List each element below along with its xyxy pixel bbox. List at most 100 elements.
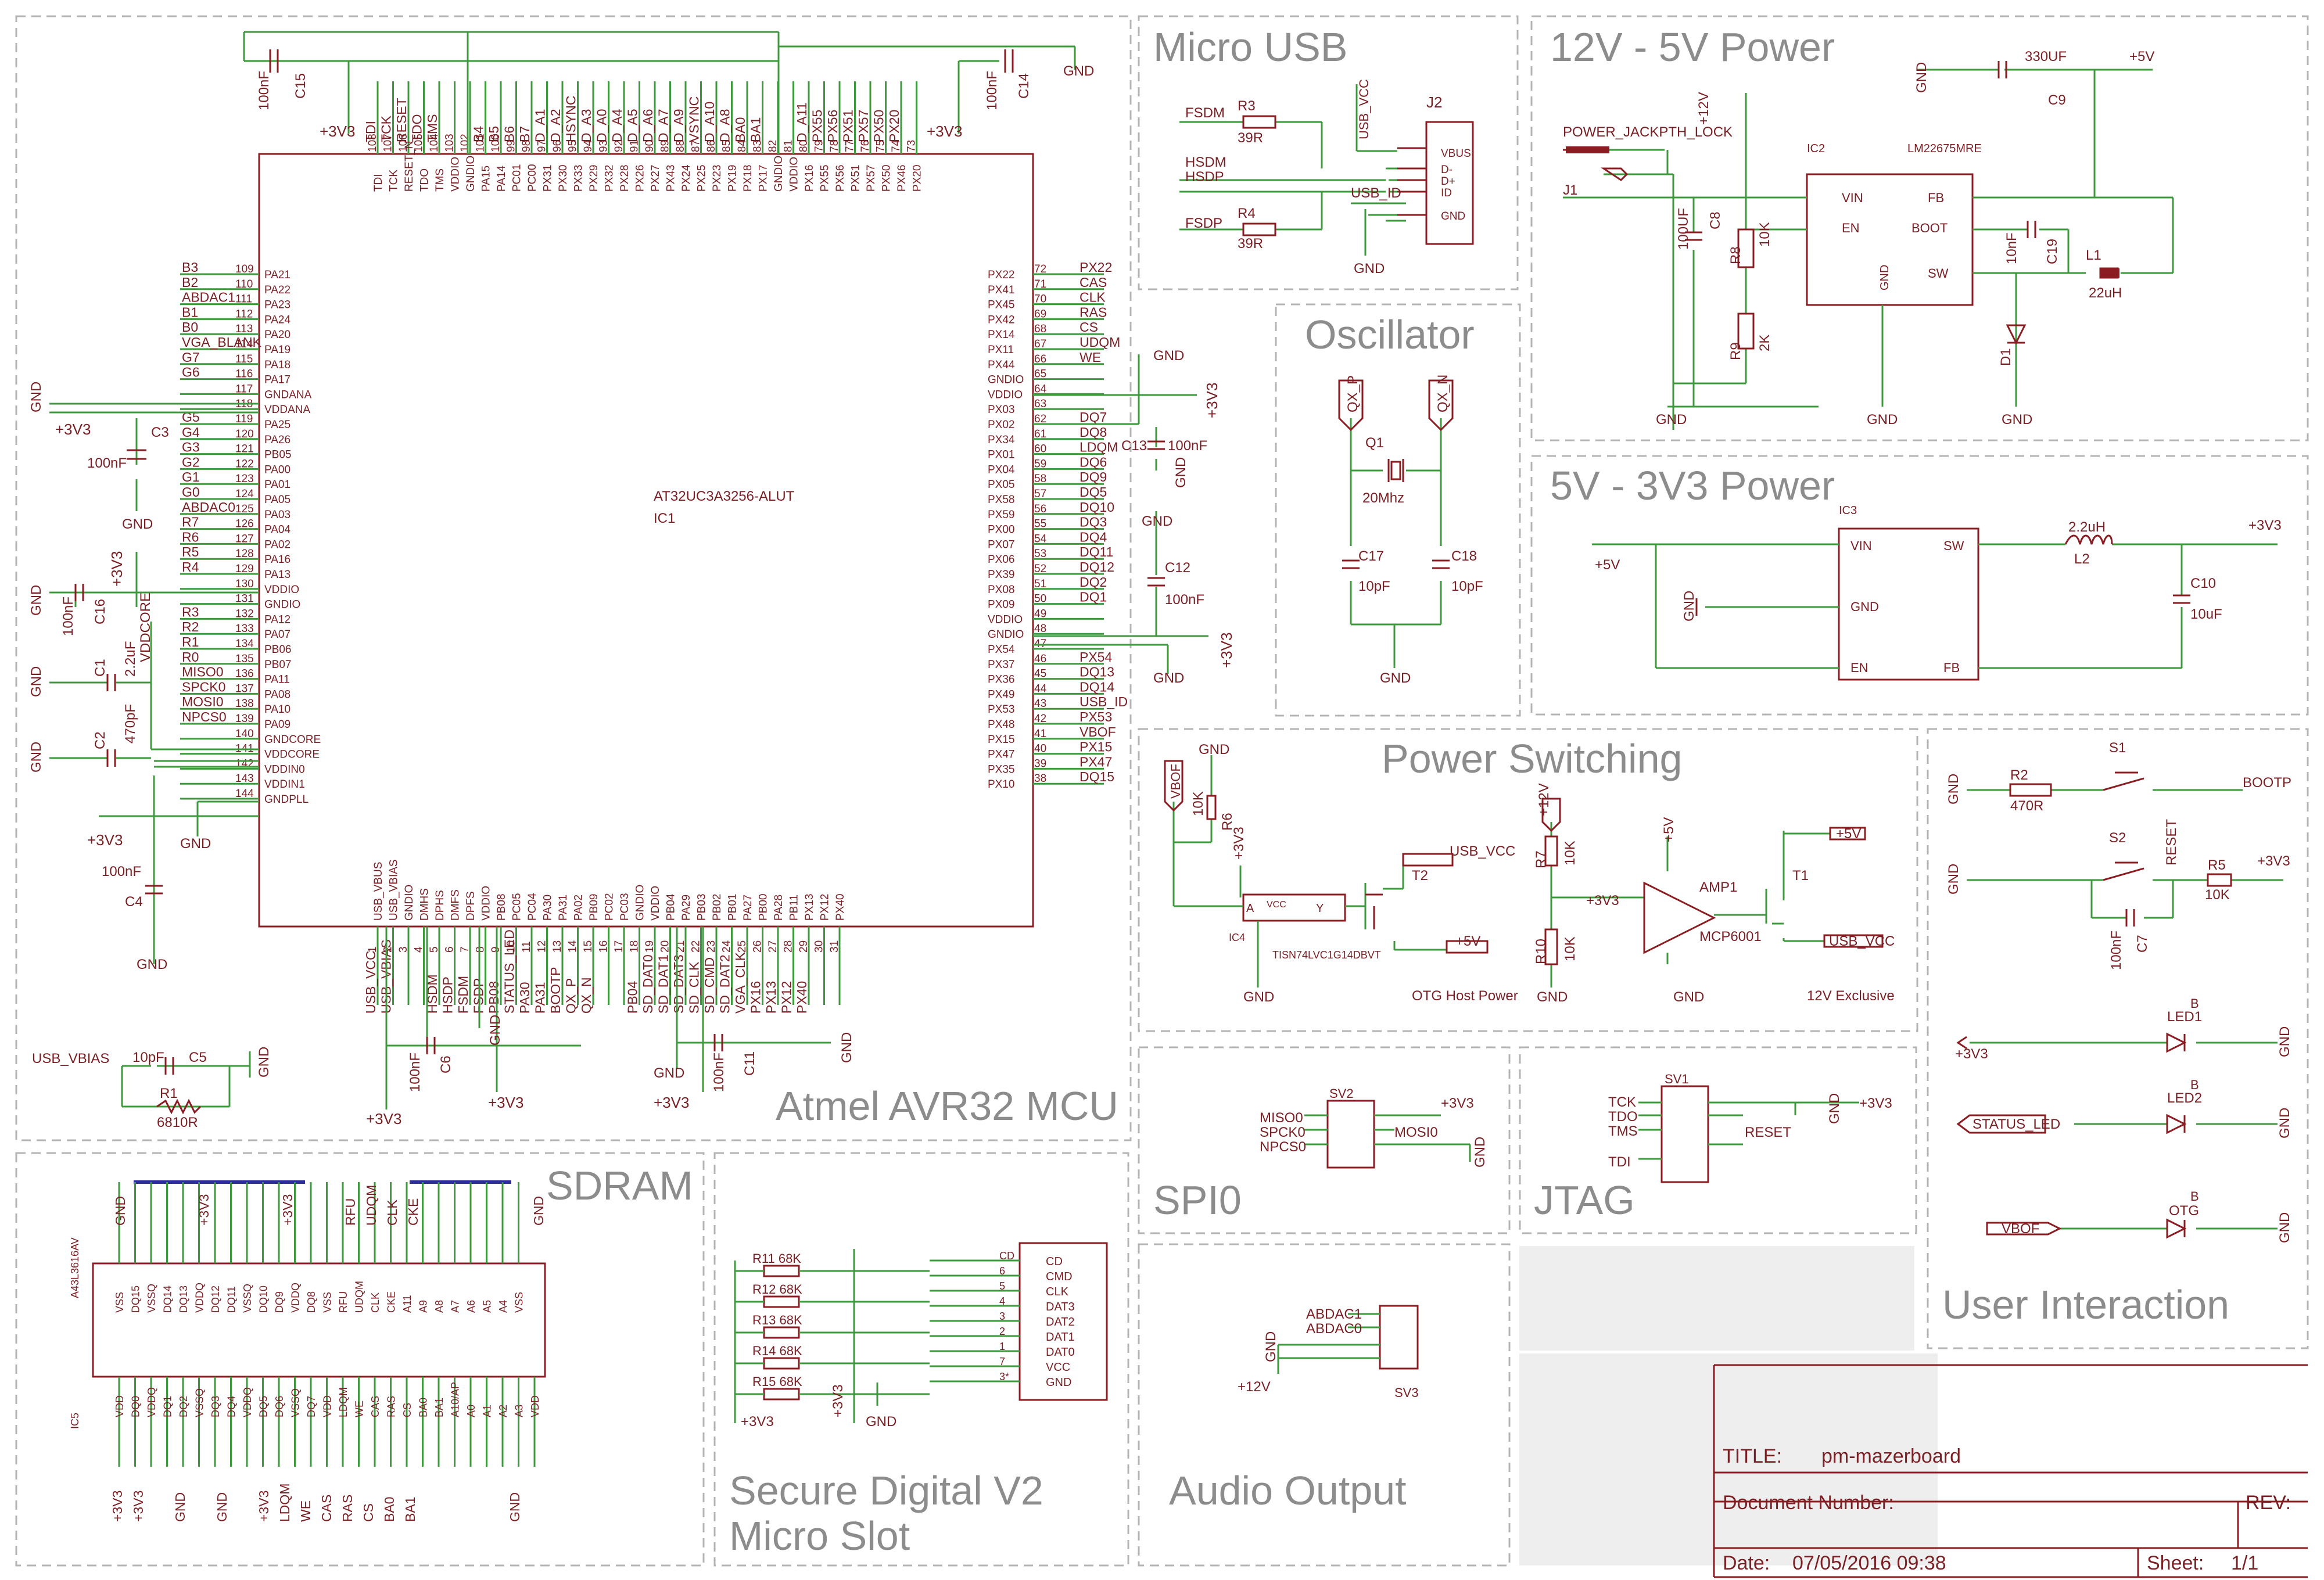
sdram-top-pin-name: A9 bbox=[418, 1300, 429, 1313]
mcu-top-net: B6 bbox=[502, 126, 517, 142]
c17-value: 10pF bbox=[1358, 579, 1390, 594]
c1-gnd: GND bbox=[28, 666, 44, 697]
mcu-right-pin-name: PX37 bbox=[988, 659, 1014, 671]
sdram-top-pin-name: CLK bbox=[370, 1292, 381, 1313]
mcu-right-net: DQ11 bbox=[1079, 544, 1113, 559]
sdram-bottom-pin-name: CAS bbox=[370, 1396, 381, 1417]
mcu-top-pin-name: GNDIO bbox=[773, 156, 785, 192]
sd-supply-2: +3V3 bbox=[830, 1384, 846, 1417]
mcu-top-pins: TDI108TDITCK107TCKRESET_N106RESETTDO105T… bbox=[363, 81, 924, 192]
mcu-bottom-pin-num: 20 bbox=[659, 940, 672, 953]
mcu-left-pin-name: PA07 bbox=[264, 629, 290, 641]
heading-jtag: JTAG bbox=[1534, 1177, 1635, 1223]
mcu-left-pin-num: 113 bbox=[235, 323, 253, 335]
mcu-left-net: R2 bbox=[182, 619, 199, 634]
mcu-bottom-pin-name: PB11 bbox=[788, 895, 801, 921]
gndio-r2-gnd: GND bbox=[1153, 670, 1184, 686]
spi0-section: SV2 MISO0 SPCK0 NPCS0 MOSI0 +3V3 GND bbox=[1260, 1086, 1488, 1169]
sdram-bottom-net: +3V3 bbox=[256, 1491, 271, 1522]
mcu-right-pin-num: 56 bbox=[1034, 503, 1046, 515]
sdram-top-pin-name: VSSQ bbox=[146, 1284, 157, 1313]
sd-gnd: GND bbox=[866, 1414, 896, 1430]
c3-label: C3 bbox=[151, 425, 169, 440]
sdram-bottom-pin-name: DQ6 bbox=[274, 1396, 285, 1417]
spi-supply: +3V3 bbox=[1441, 1096, 1474, 1111]
mcu-top-pin-name: PX43 bbox=[665, 165, 677, 192]
mcu-right-pin-num: 40 bbox=[1034, 743, 1046, 755]
mcu-top-pin-name: PX17 bbox=[758, 165, 770, 192]
mcu-top-net: TCK bbox=[379, 115, 394, 142]
mcu-bottom-net: HSDP bbox=[440, 976, 456, 1014]
mcu-top-net: D_A9 bbox=[671, 109, 686, 142]
mcu-bottom-net: VGA_CLK bbox=[733, 951, 748, 1014]
ic4-body bbox=[1242, 893, 1346, 922]
sdram-bottom-pin-name: VDDQ bbox=[146, 1387, 157, 1417]
sdram-bottom-pin-name: A0 bbox=[465, 1405, 477, 1417]
qxp-net: QX_P bbox=[1345, 375, 1361, 412]
ic3-sw: SW bbox=[1943, 538, 1964, 553]
t1-usb-vcc: USB_VCC bbox=[1829, 933, 1895, 949]
otg-host-label: OTG Host Power bbox=[1412, 988, 1518, 1004]
mcu-right-pin-name: PX14 bbox=[988, 329, 1015, 341]
mcu-right-net: CLK bbox=[1079, 290, 1106, 305]
amp1-part: MCP6001 bbox=[1699, 929, 1762, 945]
mcu-left-pin-num: 137 bbox=[235, 683, 254, 695]
sdram-top-pin-name: DQ14 bbox=[162, 1285, 174, 1313]
mcu-top-pin-num: 85 bbox=[721, 140, 733, 152]
tck-net: TCK bbox=[1608, 1094, 1636, 1110]
mcu-left-pin-name: GNDANA bbox=[264, 389, 312, 401]
mcu-top-net: HSYNC bbox=[564, 95, 579, 142]
mcu-left-pin-num: 130 bbox=[235, 578, 254, 590]
sdram-bottom-net: RAS bbox=[340, 1495, 355, 1522]
mcu-left-pin-name: VDDIN1 bbox=[264, 778, 305, 791]
c13-gnd: GND bbox=[1173, 457, 1189, 488]
r5-ref: R5 bbox=[2208, 857, 2226, 873]
mcu-left-pin-num: 129 bbox=[235, 563, 254, 575]
sdram-top-pin-name: VSSQ bbox=[242, 1284, 253, 1313]
audio-supply: +12V bbox=[1238, 1379, 1271, 1395]
sdram-top-net: GND bbox=[113, 1196, 128, 1226]
sd-pin-num: CD bbox=[999, 1250, 1014, 1262]
mcu-left-pin-num: 115 bbox=[235, 353, 253, 365]
mcu-left-pin-name: PB06 bbox=[264, 644, 291, 656]
ic3-body bbox=[1838, 527, 1979, 681]
mcu-top-net: PX51 bbox=[841, 110, 856, 142]
mcu-left-net: R1 bbox=[182, 634, 199, 649]
mcu-left-pin-num: 128 bbox=[235, 548, 254, 560]
mcu-bottom-pin-num: 17 bbox=[613, 940, 625, 953]
mcu-top-pin-num: 105 bbox=[413, 134, 425, 152]
mcu-top-net: RESET bbox=[394, 98, 409, 142]
c5-gnd: GND bbox=[256, 1047, 272, 1078]
mcu-right-net: DQ3 bbox=[1079, 515, 1107, 530]
mcu-left-pin-name: PA08 bbox=[264, 688, 290, 701]
c3-gnd: GND bbox=[122, 516, 153, 532]
mcu-bottom-pin-num: 19 bbox=[644, 940, 656, 953]
sdram-top-pin-name: UDQM bbox=[354, 1281, 365, 1313]
mcu-bottom-pin-name: DPFS bbox=[465, 891, 477, 921]
mcu-top-pin-name: TDI bbox=[372, 174, 385, 192]
c16-supply: +3V3 bbox=[108, 551, 125, 587]
mcu-bottom-net: PX12 bbox=[779, 981, 794, 1014]
sdram-bottom-pin-name: BA1 bbox=[433, 1398, 445, 1417]
v5-in-supply: +5V bbox=[1595, 557, 1620, 573]
tdo-net: TDO bbox=[1608, 1109, 1638, 1125]
t2-ref: T2 bbox=[1412, 868, 1428, 884]
sdram-bottom-net: GND bbox=[173, 1492, 188, 1522]
ic4-vcc: VCC bbox=[1267, 900, 1286, 910]
mcu-bottom-pin-name: PB04 bbox=[665, 893, 677, 921]
ic3-en: EN bbox=[1850, 660, 1868, 675]
sd-resistor bbox=[763, 1295, 800, 1308]
mcu-bottom-net: PB04 bbox=[625, 981, 640, 1014]
vbof-net: VBOF bbox=[1168, 764, 1183, 799]
ic2-fb: FB bbox=[1928, 191, 1944, 205]
r8-label: R8 bbox=[1728, 246, 1744, 264]
r2-value: 470R bbox=[2010, 798, 2043, 814]
sdram-bottom-net: WE bbox=[298, 1500, 313, 1522]
mcu-top-pin-name: PX32 bbox=[604, 165, 616, 192]
sdram-bottom-net: GND bbox=[214, 1492, 229, 1522]
mcu-right-net: WE bbox=[1079, 350, 1101, 365]
sdram-top-net: +3V3 bbox=[280, 1194, 295, 1226]
c13-value: 100nF bbox=[1168, 438, 1207, 454]
